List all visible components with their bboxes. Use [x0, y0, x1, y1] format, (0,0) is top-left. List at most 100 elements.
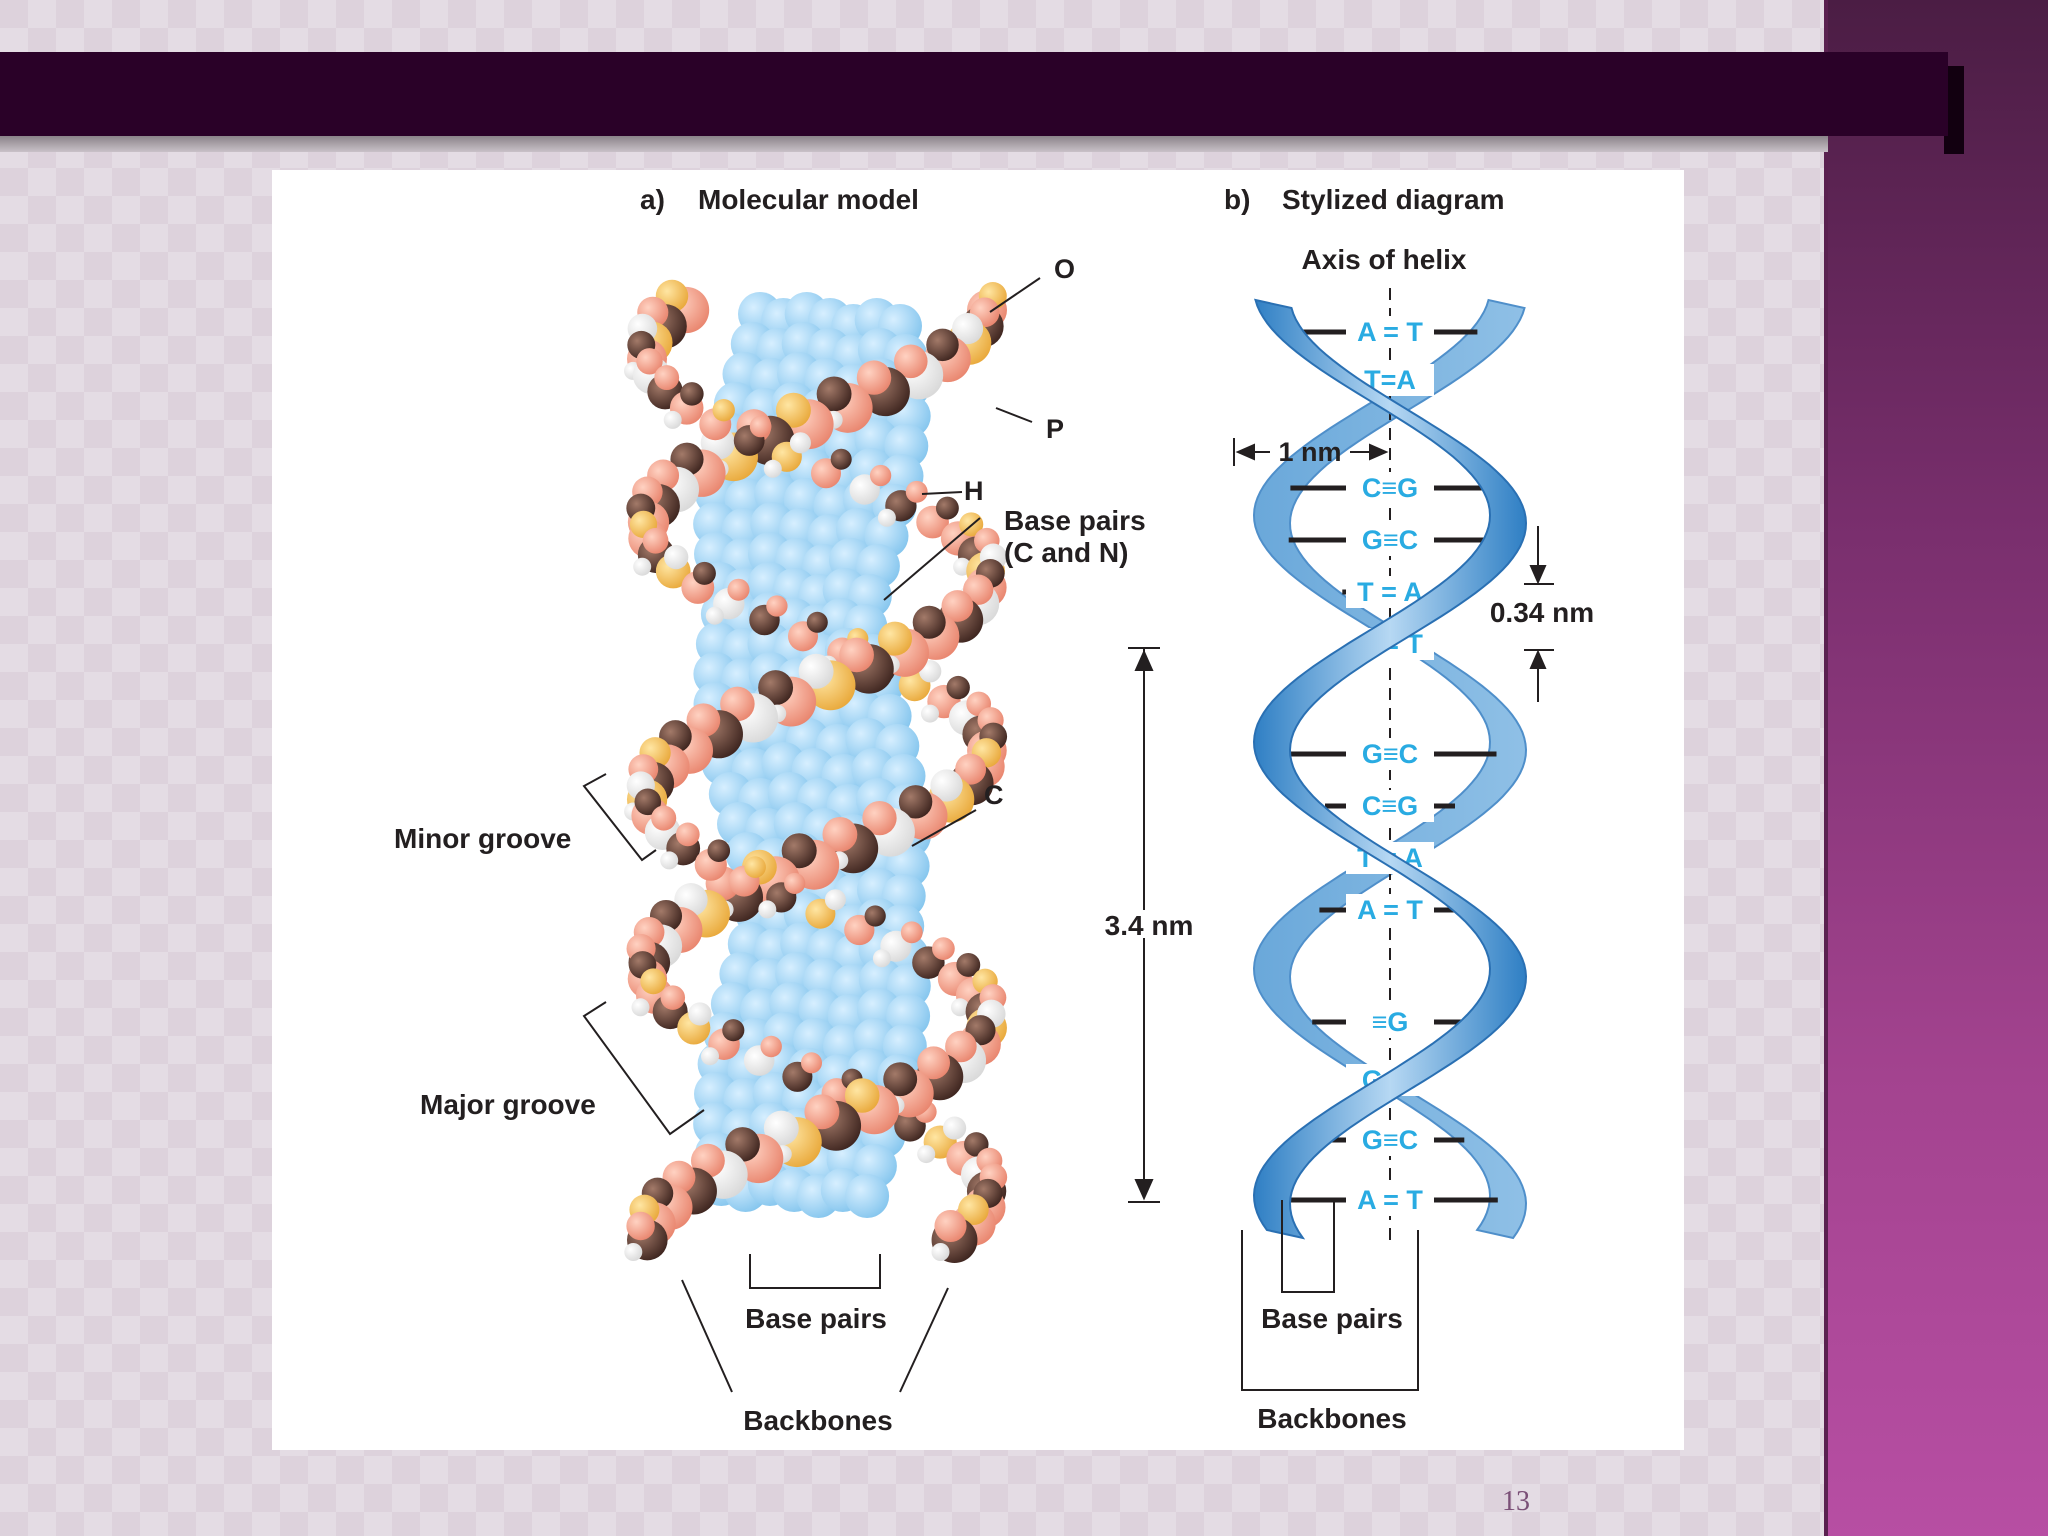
label-hydrogen: H — [964, 476, 984, 506]
hydrogen-atom — [943, 1116, 967, 1140]
label-3-4nm: 3.4 nm — [1105, 910, 1194, 941]
oxygen-atom — [955, 753, 987, 785]
oxygen-atom — [749, 415, 772, 438]
oxygen-atom — [917, 1046, 951, 1080]
label-034nm: 0.34 nm — [1490, 597, 1594, 628]
hydrogen-atom — [763, 459, 782, 478]
oxygen-atom — [945, 1030, 977, 1063]
carbon-atom — [806, 611, 828, 633]
oxygen-atom — [651, 805, 677, 831]
phosphorus-atom — [878, 621, 912, 656]
hydrogen-atom — [951, 998, 969, 1017]
oxygen-atom — [894, 344, 928, 379]
dna-figure-panel: a) Molecular model O P H Base pairs (C a… — [272, 170, 1684, 1450]
title-bar-underline — [0, 136, 1828, 152]
panel-b-brackets — [1241, 1200, 1419, 1391]
carbon-atom — [898, 785, 933, 819]
oxygen-atom — [839, 637, 874, 673]
base-pair-label: ≡G — [1372, 1007, 1409, 1037]
oxygen-atom — [642, 527, 669, 554]
hydrogen-atom — [763, 1110, 799, 1146]
oxygen-atom — [660, 985, 686, 1010]
hydrogen-atom — [952, 313, 984, 345]
carbon-atom — [935, 496, 959, 520]
width-indicator-1nm — [1233, 438, 1389, 466]
label-oxygen: O — [1054, 254, 1075, 284]
carbon-atom — [816, 376, 852, 412]
base-pair-label: C≡G — [1362, 473, 1418, 503]
oxygen-atom — [800, 1052, 823, 1074]
base-pair-label-bg — [1346, 894, 1434, 926]
hydrogen-atom — [624, 1243, 643, 1261]
phosphorus-atom — [744, 856, 766, 878]
panel-a-leaders — [582, 277, 1041, 1393]
panel-b-title: Stylized diagram — [1282, 184, 1505, 215]
label-backbones-a: Backbones — [743, 1405, 892, 1436]
carbon-atom — [634, 788, 662, 816]
hydrogen-atom — [789, 432, 811, 454]
base-pair-label: A = T — [1357, 1185, 1423, 1215]
base-atom — [845, 1174, 890, 1218]
oxygen-atom — [905, 480, 928, 503]
hydrogen-atom — [877, 508, 896, 527]
base-pair-label-bg — [1346, 1184, 1434, 1216]
hydrogen-atom — [663, 410, 682, 429]
oxygen-atom — [869, 464, 892, 487]
dna-figure: a) Molecular model O P H Base pairs (C a… — [394, 184, 1594, 1436]
oxygen-atom — [822, 816, 858, 852]
base-pair-label-bg — [1346, 316, 1434, 348]
right-decorative-panel — [1828, 0, 2048, 1536]
phosphorus-atom — [844, 1078, 880, 1113]
label-1nm: 1 nm — [1278, 437, 1341, 467]
hydrogen-atom — [758, 900, 777, 919]
base-pair-label-bg — [1346, 790, 1434, 822]
scale-bar-3-4nm — [1128, 647, 1160, 1203]
oxygen-atom — [856, 360, 892, 395]
title-bar — [0, 52, 1948, 136]
base-pair-label: G≡C — [1362, 525, 1418, 555]
phosphorus-atom — [958, 1194, 989, 1226]
carbon-atom — [830, 448, 852, 470]
panel-b-letter: b) — [1224, 184, 1250, 215]
base-pair-label: A = T — [1357, 317, 1423, 347]
hydrogen-atom — [633, 557, 652, 576]
backbone-atoms — [624, 279, 1008, 1263]
carbon-atom — [692, 561, 716, 585]
hydrogen-atom — [664, 544, 689, 570]
carbon-atom — [722, 1019, 745, 1042]
carbon-atom — [946, 675, 970, 700]
label-base-pairs-b: Base pairs — [1261, 1303, 1403, 1334]
base-pair-label: A = T — [1357, 895, 1423, 925]
carbon-atom — [864, 905, 886, 927]
oxygen-atom — [862, 800, 897, 836]
phosphorus-atom — [712, 399, 735, 422]
oxygen-atom — [675, 822, 700, 847]
carbon-atom — [912, 605, 946, 639]
base-pair-label-bg — [1346, 472, 1434, 504]
base-pair-label-bg — [1346, 1006, 1434, 1038]
label-major-groove: Major groove — [420, 1089, 596, 1120]
hydrogen-atom — [705, 606, 724, 625]
oxygen-atom — [900, 921, 923, 944]
label-minor-groove: Minor groove — [394, 823, 571, 854]
base-pair-label: G≡C — [1362, 739, 1418, 769]
oxygen-atom — [654, 365, 680, 391]
hydrogen-atom — [660, 851, 679, 870]
ribbon-back-strand — [1252, 298, 1528, 1240]
panel-a-letter: a) — [640, 184, 665, 215]
hydrogen-atom — [798, 653, 834, 689]
carbon-atom — [926, 328, 959, 362]
page-number: 13 — [1502, 1486, 1530, 1517]
oxygen-atom — [941, 590, 974, 622]
hydrogen-atom — [921, 704, 939, 723]
hydrogen-atom — [701, 1047, 719, 1066]
right-panel-edge — [1824, 0, 1830, 1536]
carbon-atom — [781, 833, 817, 869]
oxygen-atom — [760, 1035, 782, 1058]
hydrogen-atom — [931, 1243, 950, 1261]
phosphorus-atom — [775, 392, 811, 428]
label-base-pairs-line2: (C and N) — [1004, 537, 1128, 568]
oxygen-atom — [626, 1211, 655, 1241]
base-pair-label-bg — [1346, 738, 1434, 770]
rise-indicator-034nm — [1524, 526, 1554, 702]
